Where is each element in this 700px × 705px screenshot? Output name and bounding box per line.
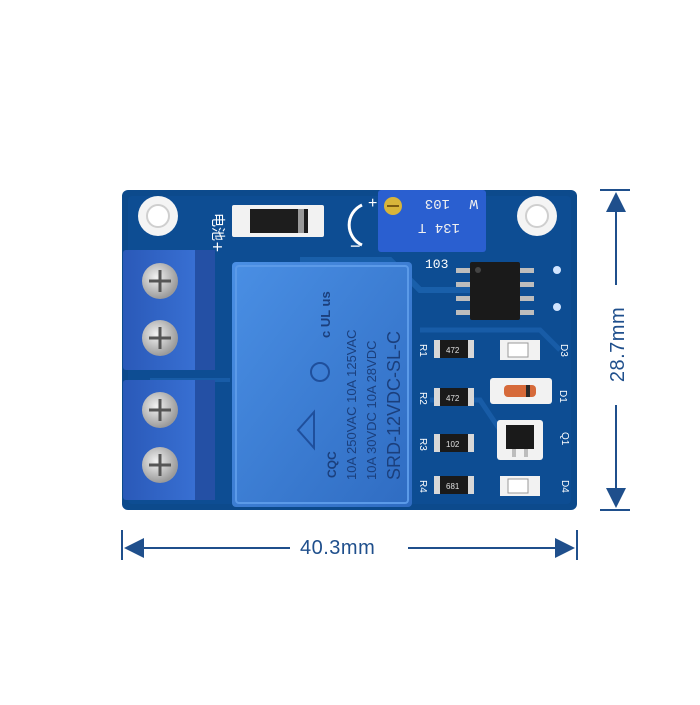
terminal-block-top: [123, 250, 215, 370]
transistor-label: Q1: [559, 432, 570, 446]
resistor-value-r3: 102: [446, 440, 460, 449]
resistor-r4: [434, 476, 474, 494]
led-label-d3: D3: [558, 344, 569, 357]
potentiometer: [378, 190, 486, 252]
led-d3: [500, 340, 540, 360]
relay-ul-mark: c UL us: [318, 291, 333, 338]
width-dimension-label: 40.3mm: [296, 537, 380, 560]
resistor-label-r4: R4: [417, 480, 428, 493]
relay-model: SRD-12VDC-SL-C: [384, 331, 404, 480]
width-dimension-line: [121, 530, 578, 560]
chip-label: 103: [425, 257, 448, 272]
resistor-r2: [434, 388, 474, 406]
terminal-block-bottom: [123, 380, 215, 500]
resistor-value-r4: 681: [446, 482, 460, 491]
resistor-label-r1: R1: [417, 344, 428, 357]
pot-code-2: W: [469, 195, 478, 211]
resistor-label-r3: R3: [417, 438, 428, 451]
pot-code-1: 103: [425, 195, 450, 211]
mounting-hole-left: [138, 196, 178, 236]
diode: [232, 205, 324, 237]
resistor-r3: [434, 434, 474, 452]
minus-sign: −: [350, 236, 361, 256]
height-dimension-label: 28.7mm: [607, 302, 631, 387]
led-d4: [500, 476, 540, 496]
relay-rating-1: 10A 250VAC 10A 125VAC: [344, 329, 359, 480]
capacitor: [347, 203, 363, 247]
resistor-value-r2: 472: [446, 394, 460, 403]
relay-rating-2: 10A 30VDC 10A 28VDC: [364, 341, 379, 480]
height-dimension-line: [600, 189, 630, 511]
resistor-r1: [434, 340, 474, 358]
resistor-value-r1: 472: [446, 346, 460, 355]
pot-code-3: 134 T: [418, 219, 460, 235]
battery-label: 电池+: [209, 213, 225, 253]
resistor-label-r2: R2: [417, 392, 428, 405]
relay-cqc-mark: CQC: [325, 451, 339, 478]
signal-diode: [490, 378, 552, 404]
led-label-d1: D1: [557, 390, 568, 403]
led-label-d4: D4: [559, 480, 570, 493]
mounting-hole-right: [517, 196, 557, 236]
relay: [232, 262, 412, 507]
ic-chip: [456, 262, 534, 320]
plus-sign: +: [368, 195, 377, 212]
transistor: [497, 420, 543, 460]
